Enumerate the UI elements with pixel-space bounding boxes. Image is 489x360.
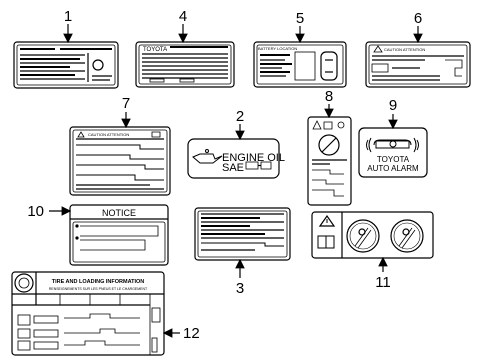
callout-7: 7 (122, 95, 130, 112)
label-7 (69, 126, 171, 196)
callout-1: 1 (64, 8, 72, 25)
callout-9: 9 (389, 97, 397, 114)
callout-11: 11 (375, 274, 391, 291)
label5-header: BATTERY LOCATION (258, 46, 297, 51)
book-icon (317, 235, 335, 249)
label10-header: NOTICE (102, 208, 136, 218)
book-icon (323, 121, 333, 130)
label9-line2: AUTO ALARM (367, 164, 419, 173)
seatbelt-icon (92, 59, 104, 71)
child-seat-icon (346, 219, 380, 253)
label12-title: TIRE AND LOADING INFORMATION (52, 279, 145, 285)
label7-header: CAUTION ATTENTION (88, 132, 129, 137)
label-2 (187, 138, 280, 179)
car-top-view-icon (320, 51, 338, 81)
warning-triangle-icon (312, 120, 322, 130)
callout-12: 12 (183, 325, 200, 342)
tire-icon (14, 273, 34, 293)
callout-6: 6 (414, 10, 422, 27)
book-icon (151, 131, 161, 138)
warning-triangle-icon (318, 214, 336, 227)
label-8 (307, 116, 352, 206)
callout-8: 8 (325, 88, 333, 105)
label4-brand: TOYOTA (143, 47, 167, 53)
label9-line1: TOYOTA (377, 155, 410, 164)
alarm-car-icon (366, 137, 419, 153)
callout-2: 2 (236, 108, 244, 125)
child-seat-icon (390, 219, 424, 253)
prohibition-icon (318, 134, 340, 156)
label-10 (69, 204, 169, 266)
warning-triangle-icon (77, 131, 85, 138)
callout-10: 10 (27, 203, 44, 220)
label6-header: CAUTION ATTENTION (384, 47, 425, 52)
label-11 (311, 211, 434, 259)
label2-line1: ENGINE OIL (222, 152, 285, 164)
oil-can-icon (192, 149, 223, 164)
label-4 (135, 41, 235, 88)
callout-5: 5 (296, 10, 304, 27)
label-3 (194, 207, 291, 261)
label12-subtitle: RENSEIGNEMENTS SUR LES PNEUS ET LE CHARG… (49, 287, 148, 291)
label-1 (13, 41, 119, 89)
label2-line2: SAE (222, 162, 244, 174)
callout-3: 3 (236, 280, 244, 297)
label-12 (11, 271, 165, 356)
warning-triangle-icon (373, 45, 383, 53)
callout-4: 4 (179, 8, 187, 25)
